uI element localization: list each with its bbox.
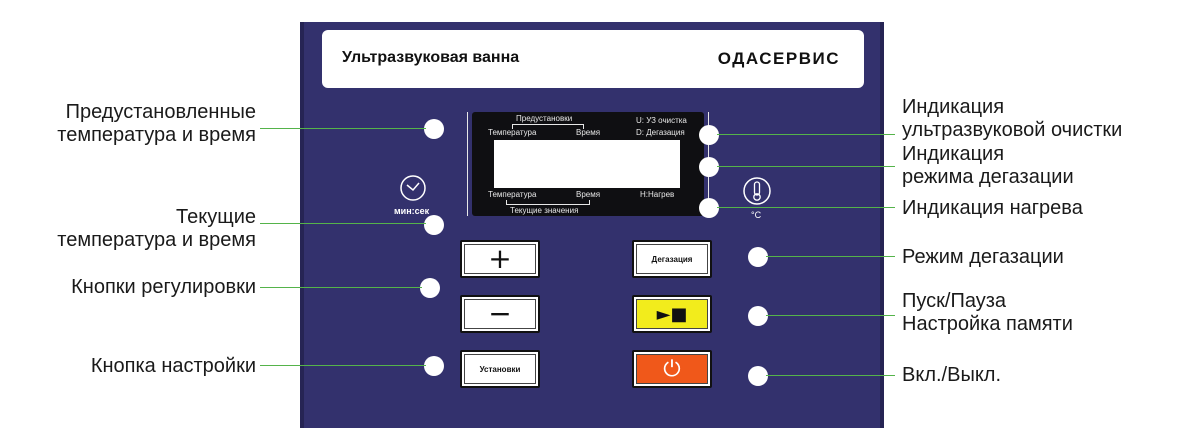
display-left-rule — [467, 112, 468, 216]
ultrasonic-callout-line1: Индикация — [902, 96, 1005, 118]
thermo-unit: °C — [751, 210, 762, 220]
start-marker — [748, 306, 768, 326]
start-callout-line2: Настройка памяти — [902, 313, 1073, 335]
start-callout-line1: Пуск/Пауза — [902, 290, 1007, 312]
degas-mode-marker — [748, 247, 768, 267]
degas-ind-callout-line2: режима дегазации — [902, 166, 1074, 188]
clock-icon — [399, 174, 427, 202]
preset-time-label: Время — [576, 128, 601, 137]
preset-bracket — [512, 124, 584, 129]
setup-callout: Кнопка настройки — [90, 355, 256, 377]
current-callout: Текущие температура и время — [57, 206, 256, 252]
brand-logo: ОДАСЕРВИС — [717, 49, 840, 68]
setup-button[interactable]: Установки — [460, 350, 540, 388]
power-icon: ⏻ — [663, 356, 681, 382]
ultrasonic-callout: Индикация ультразвуковой очистки — [902, 96, 1122, 142]
current-callout-line1: Текущие — [176, 206, 256, 228]
preset-group-label: Предустановки — [516, 114, 573, 123]
minus-button[interactable]: − — [460, 295, 540, 333]
degas-mode-leader — [766, 256, 895, 257]
play-pause-icon: ►■ — [656, 303, 688, 325]
thermometer-icon — [742, 176, 772, 206]
current-bracket — [506, 200, 590, 205]
power-leader — [766, 375, 895, 376]
degas-ind-callout: Индикация режима дегазации — [902, 143, 1074, 189]
preset-callout: Предустановленные температура и время — [57, 101, 256, 147]
preset-marker — [424, 119, 444, 139]
degas-mode-callout: Режим дегазации — [902, 246, 1064, 268]
setup-marker — [424, 356, 444, 376]
setup-leader — [260, 365, 426, 366]
preset-callout-line1: Предустановленные — [65, 101, 256, 123]
clock-label: мин:сек — [394, 206, 430, 216]
heat-callout: Индикация нагрева — [902, 197, 1083, 219]
degas-button-label: Дегазация — [651, 254, 693, 264]
current-temp-label: Температура — [488, 190, 537, 199]
control-panel — [300, 22, 884, 428]
degas-button[interactable]: Дегазация — [632, 240, 712, 278]
power-button[interactable]: ⏻ — [632, 350, 712, 388]
start-callout: Пуск/Пауза Настройка памяти — [902, 290, 1073, 336]
lcd-display: Предустановки Температура Время U: УЗ оч… — [472, 112, 704, 216]
power-callout: Вкл./Выкл. — [902, 364, 1002, 386]
degas-ind-marker — [699, 157, 719, 177]
degas-code: D: Дегазация — [636, 128, 685, 137]
ultrasonic-leader — [717, 134, 895, 135]
preset-leader — [260, 128, 426, 129]
adjust-leader — [260, 287, 422, 288]
heat-marker — [699, 198, 719, 218]
minus-icon: − — [488, 297, 512, 330]
ultrasonic-callout-line2: ультразвуковой очистки — [902, 119, 1123, 141]
preset-callout-line2: температура и время — [57, 124, 256, 146]
current-time-label: Время — [576, 190, 601, 199]
degas-ind-callout-line1: Индикация — [902, 143, 1005, 165]
power-marker — [748, 366, 768, 386]
play-pause-button[interactable]: ►■ — [632, 295, 712, 333]
plus-button[interactable]: + — [460, 240, 540, 278]
plus-icon: + — [488, 242, 512, 275]
setup-button-label: Установки — [479, 364, 521, 374]
adjust-callout: Кнопки регулировки — [71, 276, 256, 298]
current-leader — [260, 223, 426, 224]
current-callout-line2: температура и время — [57, 229, 256, 251]
preset-temp-label: Температура — [488, 128, 537, 137]
ultrasonic-marker — [699, 125, 719, 145]
heat-leader — [717, 207, 895, 208]
degas-ind-leader — [717, 166, 895, 167]
ultrasonic-code: U: УЗ очистка — [636, 116, 687, 125]
adjust-marker — [420, 278, 440, 298]
start-leader — [766, 315, 895, 316]
current-group-label: Текущие значения — [510, 206, 579, 215]
current-marker — [424, 215, 444, 235]
device-title: Ультразвуковая ванна — [342, 49, 520, 66]
lcd-screen — [494, 140, 680, 188]
heat-code: H:Нагрев — [640, 190, 675, 199]
brand-bar: Ультразвуковая ванна ОДАСЕРВИС — [322, 30, 864, 88]
